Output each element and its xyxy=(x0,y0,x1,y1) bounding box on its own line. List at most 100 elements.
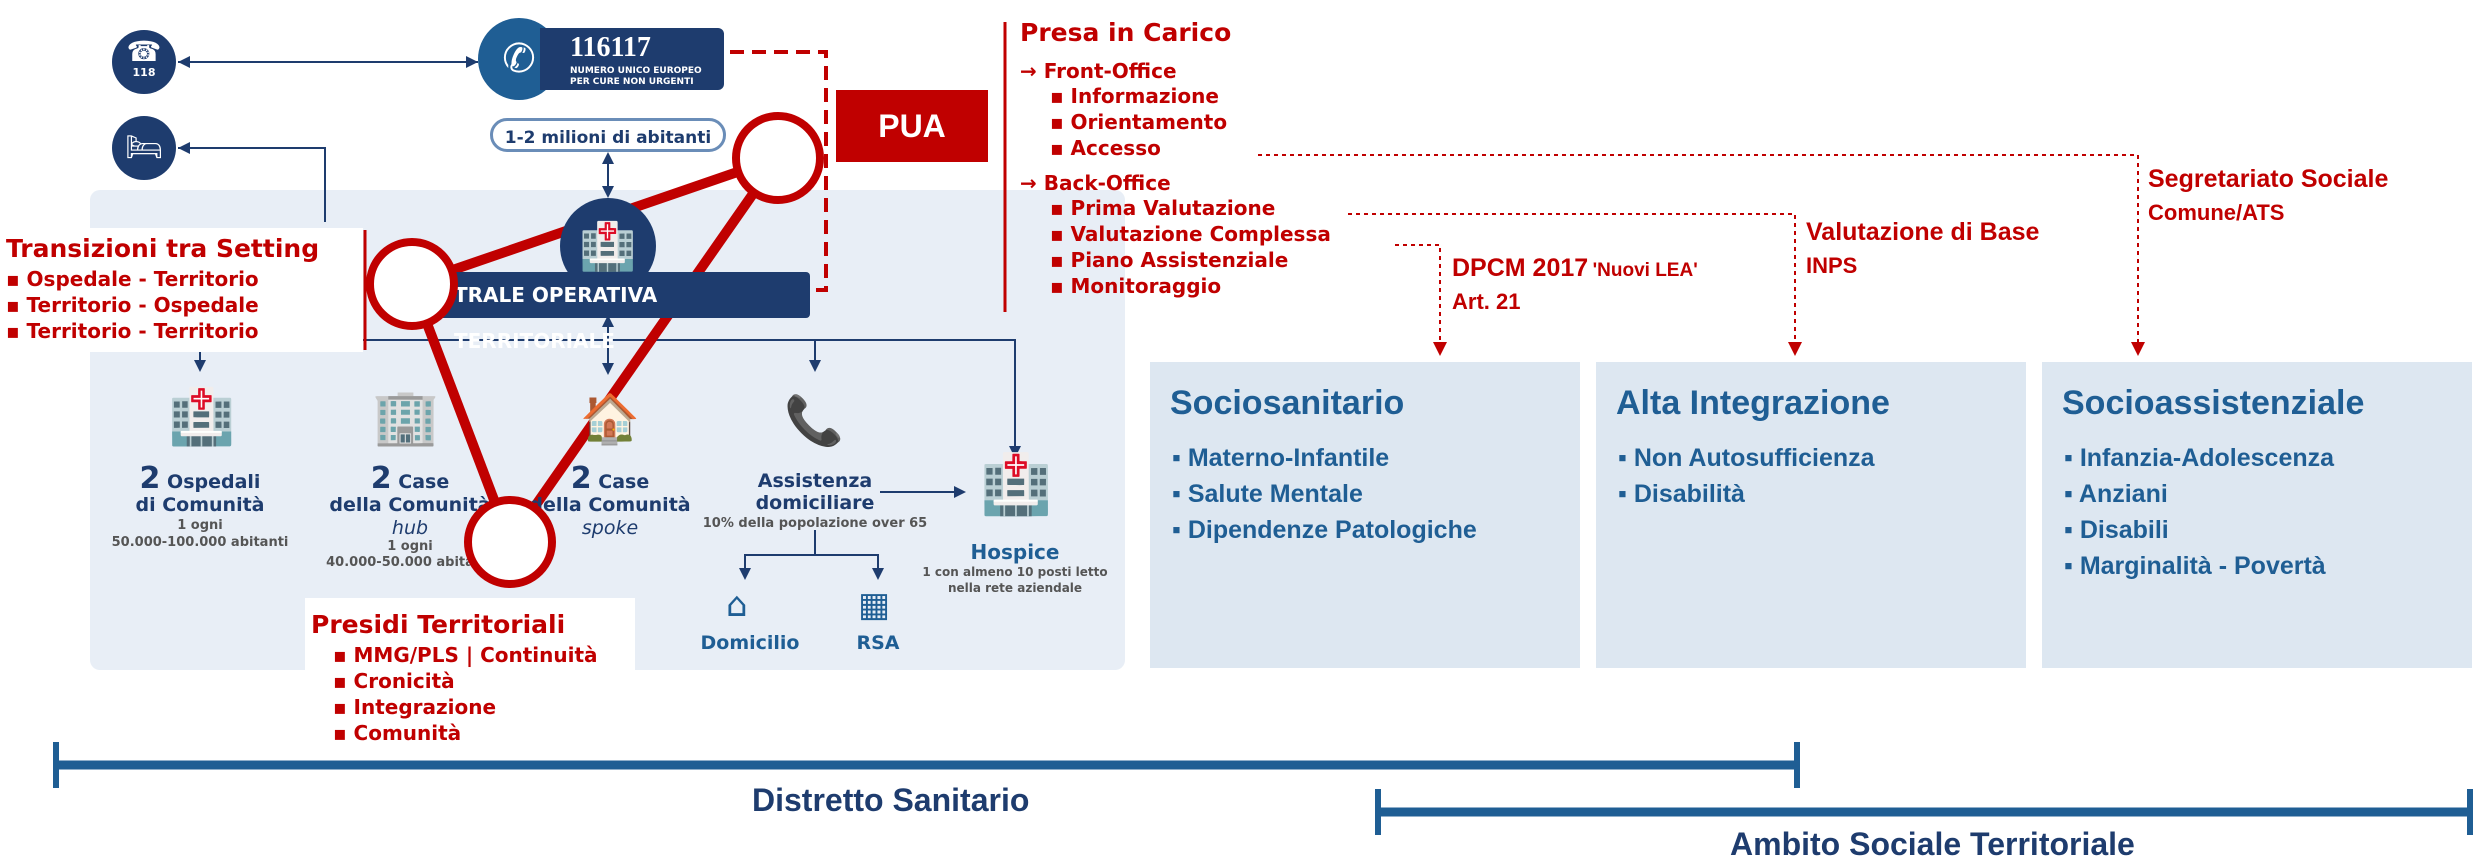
back-office-item: Monitoraggio xyxy=(1050,273,1331,299)
card-item: Salute Mentale xyxy=(1172,476,1477,512)
back-office-list: Prima Valutazione Valutazione Complessa … xyxy=(1020,195,1331,299)
segretariato-sub: Comune/ATS xyxy=(2148,200,2285,225)
case-spoke-line1: Case xyxy=(598,471,650,493)
transizioni-item: Territorio - Territorio xyxy=(6,318,259,344)
assistenza-line1: Assistenza xyxy=(757,470,873,492)
assistenza-node[interactable]: Assistenza domiciliare 10% della popolaz… xyxy=(700,470,930,534)
case-spoke-type: spoke xyxy=(581,517,639,539)
card-title: Sociosanitario xyxy=(1170,384,1405,422)
case-hub-line2: della Comunità xyxy=(329,494,491,516)
back-office-item: Piano Assistenziale xyxy=(1050,247,1331,273)
dpcm-note: 'Nuovi LEA' xyxy=(1592,260,1698,281)
front-office-list: Informazione Orientamento Accesso xyxy=(1020,83,1331,161)
transizioni-list: Ospedale - Territorio Territorio - Osped… xyxy=(6,266,259,344)
card-socioassistenziale[interactable]: Socioassistenziale Infanzia-Adolescenza … xyxy=(2042,362,2472,668)
transizioni-title: Transizioni tra Setting xyxy=(6,234,320,263)
hotline-number: 116117 xyxy=(570,32,651,63)
case-hub-note2: 40.000-50.000 abitanti xyxy=(326,555,494,570)
front-office-item: Orientamento xyxy=(1050,109,1331,135)
back-office-label: → Back-Office xyxy=(1020,171,1171,195)
card-item: Anziani xyxy=(2064,476,2334,512)
case-spoke-node[interactable]: 2 Case della Comunità spoke xyxy=(510,464,710,540)
presidi-title: Presidi Territoriali xyxy=(311,610,566,639)
cot-bar[interactable]: TRALE OPERATIVA TERRITORIALE xyxy=(438,272,810,353)
card-list: Non Autosufficienza Disabilità xyxy=(1618,440,1875,512)
valutazione-title: Valutazione di Base xyxy=(1806,218,2040,246)
transizioni-item: Territorio - Ospedale xyxy=(6,292,259,318)
card-title: Alta Integrazione xyxy=(1616,384,1890,422)
case-hub-node[interactable]: 2 Case della Comunità hub 1 ogni 40.000-… xyxy=(310,464,510,571)
case-hub-icon: 🏢 xyxy=(372,385,440,448)
card-item: Non Autosufficienza xyxy=(1618,440,1875,476)
dpcm-annotation: DPCM 2017 'Nuovi LEA' Art. 21 xyxy=(1452,254,1698,315)
pua-label: PUA xyxy=(878,108,946,144)
pua-circle xyxy=(732,112,824,204)
hospice-note2: nella rete aziendale xyxy=(947,581,1083,595)
card-item: Infanzia-Adolescenza xyxy=(2064,440,2334,476)
hotline-subtitle-2: PER CURE NON URGENTI xyxy=(570,77,694,87)
case-spoke-icon: 🏠 xyxy=(580,391,640,447)
front-office-item: Informazione xyxy=(1050,83,1331,109)
ospedali-node[interactable]: 2 Ospedali di Comunità 1 ogni 50.000-100… xyxy=(100,464,300,551)
presidi-list: MMG/PLS | Continuità Cronicità Integrazi… xyxy=(333,642,598,746)
transizioni-circle xyxy=(366,238,458,330)
badge-118: 118 xyxy=(132,66,156,79)
presa-title: Presa in Carico xyxy=(1020,18,1232,47)
card-item: Disabili xyxy=(2064,512,2334,548)
card-list: Infanzia-Adolescenza Anziani Disabili Ma… xyxy=(2064,440,2334,584)
presidi-item: MMG/PLS | Continuità xyxy=(333,642,598,668)
case-hub-count: 2 xyxy=(370,461,392,496)
case-spoke-line2: della Comunità xyxy=(529,494,691,516)
distretto-label: Distretto Sanitario xyxy=(752,782,1030,818)
card-list: Materno-Infantile Salute Mentale Dipende… xyxy=(1172,440,1477,548)
back-office-item: Prima Valutazione xyxy=(1050,195,1331,221)
ospedali-line1: Ospedali xyxy=(167,471,261,493)
presidi-item: Comunità xyxy=(333,720,598,746)
ambito-label: Ambito Sociale Territoriale xyxy=(1730,826,2135,862)
population-pill: 1-2 milioni di abitanti xyxy=(490,118,726,152)
ospedali-note2: 50.000-100.000 abitanti xyxy=(111,535,289,550)
presidi-item: Integrazione xyxy=(333,694,598,720)
segretariato-title: Segretariato Sociale xyxy=(2148,165,2389,193)
dpcm-title: DPCM 2017 xyxy=(1452,254,1589,282)
card-item: Materno-Infantile xyxy=(1172,440,1477,476)
assistenza-line2: domiciliare xyxy=(755,492,875,514)
presidi-block: Presidi Territoriali MMG/PLS | Continuit… xyxy=(305,598,635,748)
home-care-phone-icon: 📞 xyxy=(784,393,844,449)
case-hub-line1: Case xyxy=(398,471,450,493)
transizioni-item: Ospedale - Territorio xyxy=(6,266,259,292)
front-office-label: → Front-Office xyxy=(1020,59,1177,83)
ospedali-icon: 🏥 xyxy=(168,385,236,448)
domicilio-node[interactable]: Domicilio xyxy=(700,632,800,654)
card-sociosanitario[interactable]: Sociosanitario Materno-Infantile Salute … xyxy=(1150,362,1580,668)
domicilio-icon: ⌂ xyxy=(726,585,748,625)
assistenza-note: 10% della popolazione over 65 xyxy=(702,516,928,531)
pua-box[interactable]: PUA xyxy=(836,90,988,162)
hospice-icon: 🏥 xyxy=(980,450,1053,518)
hospice-label: Hospice xyxy=(970,540,1060,564)
emergency-phone-icon: ☎ 118 xyxy=(112,30,176,94)
card-alta-integrazione[interactable]: Alta Integrazione Non Autosufficienza Di… xyxy=(1596,362,2026,668)
card-item: Marginalità - Povertà xyxy=(2064,548,2334,584)
case-hub-note1: 1 ogni xyxy=(387,539,433,554)
hospice-node[interactable]: Hospice 1 con almeno 10 posti letto nell… xyxy=(910,540,1120,596)
rsa-icon: ▦ xyxy=(858,585,891,625)
presidi-item: Cronicità xyxy=(333,668,598,694)
card-title: Socioassistenziale xyxy=(2062,384,2365,422)
presa-in-carico-block: Presa in Carico → Front-Office Informazi… xyxy=(1020,18,1331,299)
card-item: Dipendenze Patologiche xyxy=(1172,512,1477,548)
valutazione-sub: INPS xyxy=(1806,253,1858,278)
case-spoke-count: 2 xyxy=(570,461,592,496)
rsa-node[interactable]: RSA xyxy=(856,632,900,654)
segretariato-annotation: Segretariato Sociale Comune/ATS xyxy=(2148,165,2388,226)
hospice-note1: 1 con almeno 10 posti letto xyxy=(922,565,1108,579)
transizioni-block: Transizioni tra Setting Ospedale - Terri… xyxy=(0,228,363,352)
presidi-circle xyxy=(464,496,556,588)
hospital-bed-icon: 🛏 xyxy=(112,116,176,180)
front-office-item: Accesso xyxy=(1050,135,1331,161)
hotline-116117[interactable]: ✆ 116117 NUMERO UNICO EUROPEO PER CURE N… xyxy=(478,18,724,100)
cot-label: TRALE OPERATIVA TERRITORIALE xyxy=(454,283,658,353)
back-office-item: Valutazione Complessa xyxy=(1050,221,1331,247)
ospedali-line2: di Comunità xyxy=(135,494,265,516)
case-hub-type: hub xyxy=(391,517,429,539)
